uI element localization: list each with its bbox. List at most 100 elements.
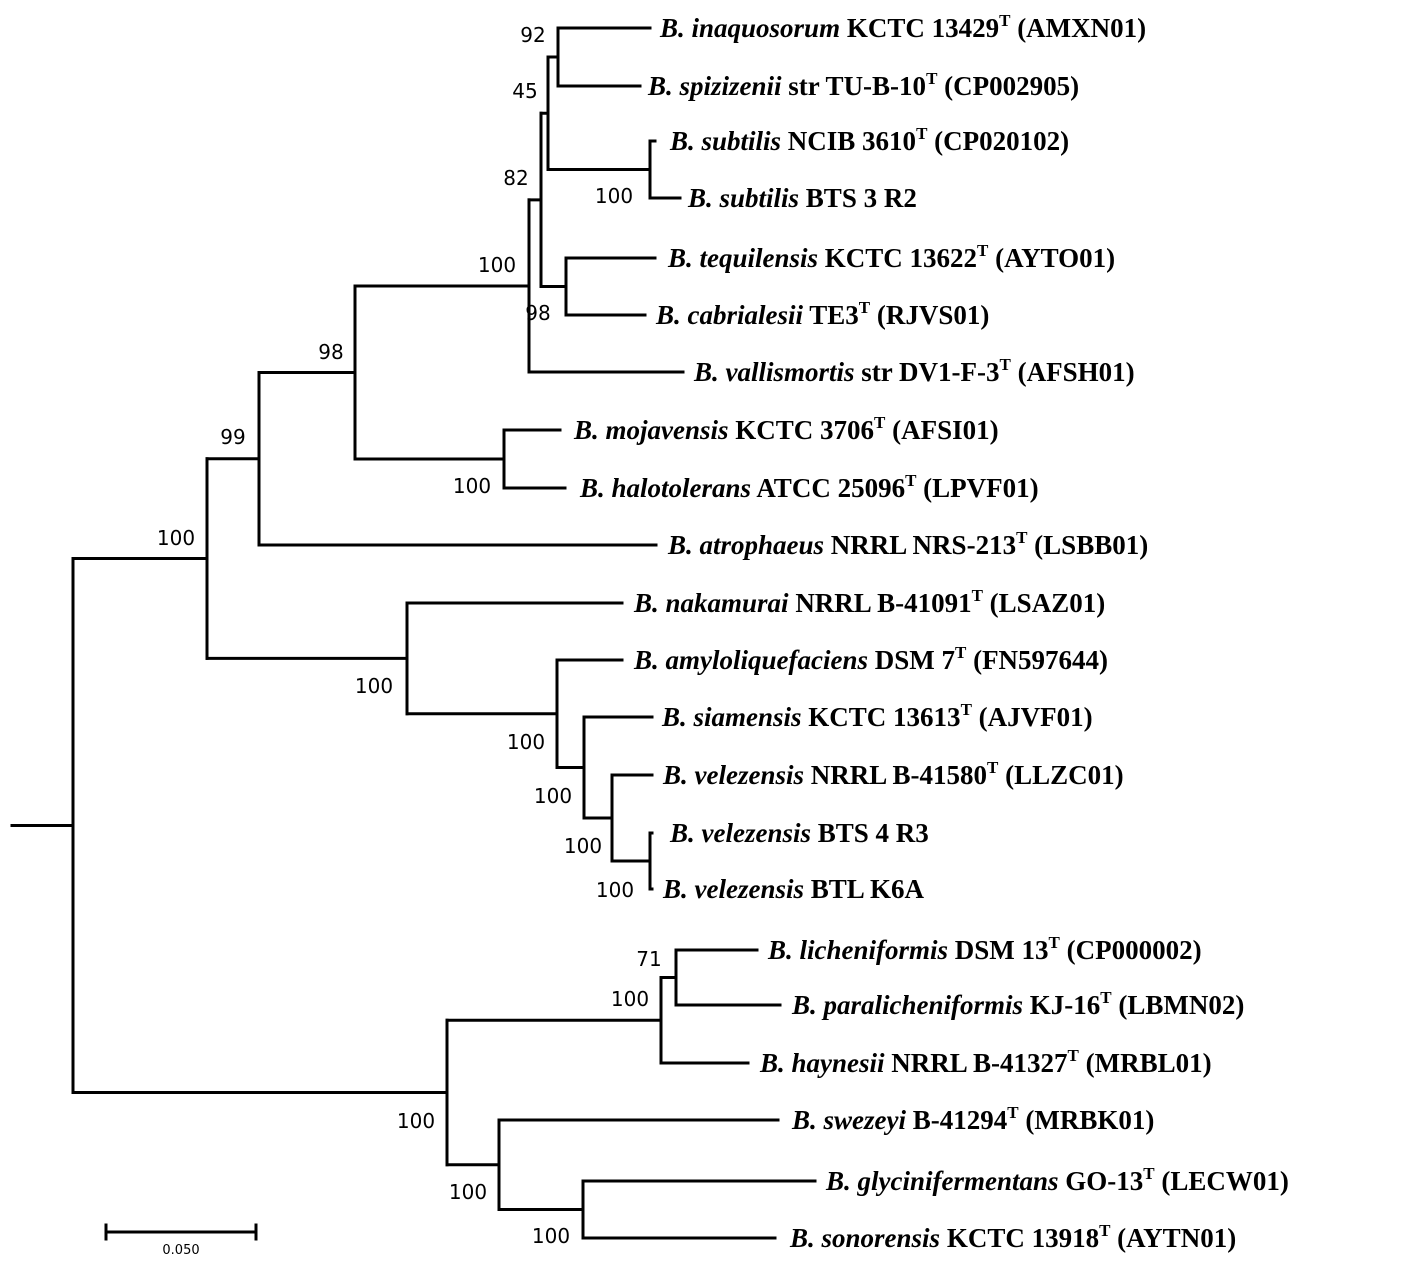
- space: [927, 126, 934, 156]
- accession-number: (LLZC01): [1005, 760, 1124, 790]
- species-name: B. vallismortis: [693, 357, 855, 387]
- support-value-n-vel-pair: 100: [596, 878, 634, 902]
- space: [811, 818, 818, 848]
- taxon-label-vallismortis: B. vallismortis str DV1-F-3T (AFSH01): [693, 355, 1135, 387]
- strain-name: TE3: [809, 300, 859, 330]
- support-value-n-siamensis: 100: [534, 784, 572, 808]
- accession-number: (MRBK01): [1025, 1105, 1154, 1135]
- accession-number: (CP020102): [934, 126, 1069, 156]
- taxon-label-sonorensis: B. sonorensis KCTC 13918T (AYTN01): [789, 1221, 1236, 1253]
- space: [781, 126, 788, 156]
- support-value-n-velezensis: 100: [564, 834, 602, 858]
- taxon-label-inaquosorum: B. inaquosorum KCTC 13429T (AMXN01): [659, 11, 1146, 43]
- support-value-n-nakamurai: 100: [355, 674, 393, 698]
- taxon-label-nakamurai: B. nakamurai NRRL B-41091T (LSAZ01): [633, 586, 1105, 618]
- space: [948, 935, 955, 965]
- space: [1059, 1166, 1066, 1196]
- accession-number: (FN597644): [973, 645, 1108, 675]
- space: [988, 243, 995, 273]
- species-name: B. velezensis: [669, 818, 811, 848]
- tree-branches: [10, 26, 817, 1240]
- species-name: B. paralicheniformis: [791, 990, 1023, 1020]
- accession-number: (LSAZ01): [990, 588, 1106, 618]
- type-strain-superscript: T: [916, 124, 928, 143]
- species-name: B. mojavensis: [573, 415, 729, 445]
- accession-number: (AYTN01): [1117, 1223, 1236, 1253]
- taxon-label-halotolerans: B. halotolerans ATCC 25096T (LPVF01): [579, 471, 1039, 503]
- strain-name: KCTC 13429: [847, 13, 999, 43]
- taxon-labels: B. inaquosorum KCTC 13429T (AMXN01)B. sp…: [573, 11, 1289, 1253]
- space: [940, 1223, 947, 1253]
- species-name: B. swezeyi: [791, 1105, 906, 1135]
- space: [972, 702, 979, 732]
- accession-number: (RJVS01): [877, 300, 990, 330]
- taxon-label-siamensis: B. siamensis KCTC 13613T (AJVF01): [661, 700, 1093, 732]
- type-strain-superscript: T: [1000, 355, 1012, 374]
- species-name: B. cabrialesii: [655, 300, 803, 330]
- taxon-label-cabrialesii: B. cabrialesii TE3T (RJVS01): [655, 298, 989, 330]
- species-name: B. sonorensis: [789, 1223, 940, 1253]
- type-strain-superscript: T: [1143, 1164, 1155, 1183]
- accession-number: (AYTO01): [995, 243, 1115, 273]
- accession-number: (LECW01): [1161, 1166, 1289, 1196]
- space: [824, 530, 831, 560]
- space: [1027, 530, 1034, 560]
- type-strain-superscript: T: [955, 643, 967, 662]
- accession-number: (CP002905): [944, 71, 1079, 101]
- support-value-n-82: 82: [503, 166, 528, 190]
- bootstrap-support-values: 9245100829810010098991001001001001001007…: [157, 23, 662, 1248]
- strain-name: DSM 7: [875, 645, 955, 675]
- type-strain-superscript: T: [999, 11, 1011, 30]
- support-value-n-amylo: 100: [507, 730, 545, 754]
- space: [870, 300, 877, 330]
- space: [804, 760, 811, 790]
- space: [1023, 990, 1030, 1020]
- species-name: B. amyloliquefaciens: [633, 645, 868, 675]
- space: [868, 645, 875, 675]
- strain-name: BTS 3 R2: [806, 183, 917, 213]
- support-value-n-98: 98: [318, 340, 343, 364]
- support-value-n-moj-halo: 100: [453, 474, 491, 498]
- taxon-label-velezensis-nrrl: B. velezensis NRRL B-41580T (LLZC01): [662, 758, 1124, 790]
- space: [885, 1048, 892, 1078]
- support-value-n-glyc-son: 100: [532, 1224, 570, 1248]
- taxon-label-subtilis-ncib: B. subtilis NCIB 3610T (CP020102): [669, 124, 1069, 156]
- species-name: B. inaquosorum: [659, 13, 840, 43]
- type-strain-superscript: T: [1007, 1103, 1019, 1122]
- type-strain-superscript: T: [987, 758, 999, 777]
- type-strain-superscript: T: [926, 69, 938, 88]
- type-strain-superscript: T: [961, 700, 973, 719]
- accession-number: (MRBL01): [1086, 1048, 1212, 1078]
- support-value-n-100-upper: 100: [157, 526, 195, 550]
- space: [966, 645, 973, 675]
- space: [998, 760, 1005, 790]
- space: [1011, 357, 1018, 387]
- space: [840, 13, 847, 43]
- space: [937, 71, 944, 101]
- species-name: B. subtilis: [669, 126, 781, 156]
- space: [804, 874, 811, 904]
- type-strain-superscript: T: [1068, 1046, 1080, 1065]
- strain-name: str TU-B-10: [788, 71, 926, 101]
- taxon-label-velezensis-btl: B. velezensis BTL K6A: [662, 874, 925, 904]
- strain-name: DSM 13: [955, 935, 1049, 965]
- space: [1155, 1166, 1162, 1196]
- type-strain-superscript: T: [1100, 988, 1112, 1007]
- accession-number: (AMXN01): [1017, 13, 1146, 43]
- space: [1010, 13, 1017, 43]
- strain-name: KJ-16: [1030, 990, 1101, 1020]
- type-strain-superscript: T: [1016, 528, 1028, 547]
- species-name: B. velezensis: [662, 874, 804, 904]
- space: [789, 588, 796, 618]
- species-name: B. siamensis: [661, 702, 802, 732]
- taxon-label-atrophaeus: B. atrophaeus NRRL NRS-213T (LSBB01): [667, 528, 1148, 560]
- space: [782, 71, 789, 101]
- accession-number: (LPVF01): [923, 473, 1038, 503]
- space: [983, 588, 990, 618]
- species-name: B. glycinifermentans: [825, 1166, 1059, 1196]
- species-name: B. atrophaeus: [667, 530, 824, 560]
- scale-bar: 0.050: [104, 1223, 258, 1258]
- strain-name: ATCC 25096: [756, 473, 905, 503]
- support-value-n-subtilis-pair: 100: [595, 184, 633, 208]
